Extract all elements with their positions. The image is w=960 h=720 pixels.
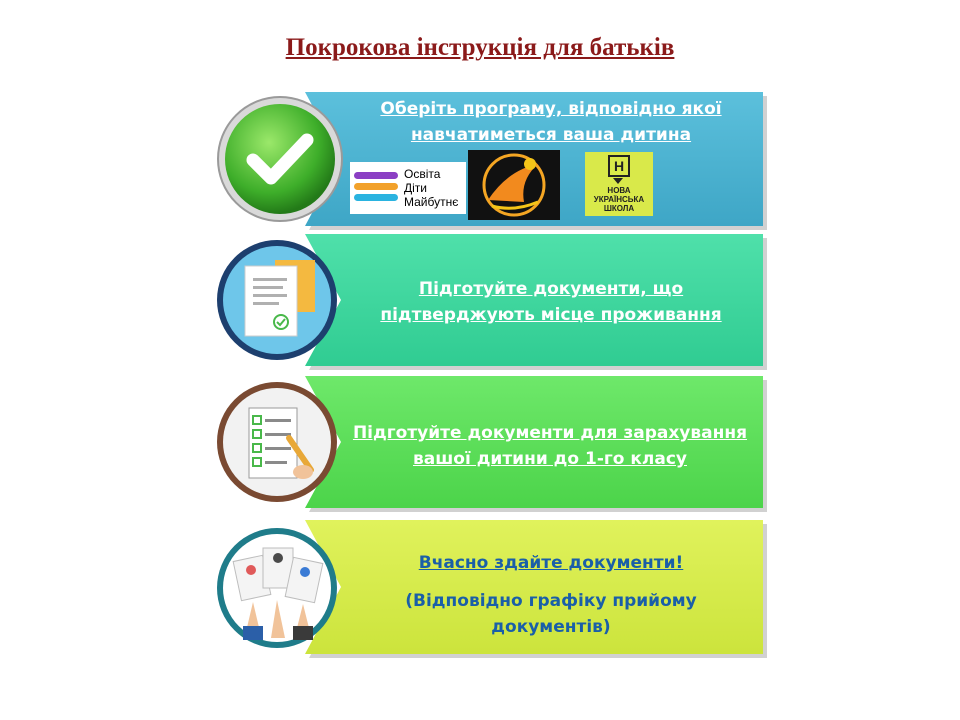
step-2-residence-documents: Підготуйте документи, що підтверджують м… xyxy=(215,234,767,370)
nus-letter-mark: Н xyxy=(608,155,630,177)
step-3-enrollment-documents: Підготуйте документи для зарахування ваш… xyxy=(215,376,767,512)
step-4-banner xyxy=(305,520,763,654)
checkmark-circle-icon xyxy=(215,94,345,224)
odm-logo-line-3: Майбутнє xyxy=(404,195,459,209)
step-2-banner xyxy=(305,234,763,366)
step-4-subline-1: (Відповідно графіку прийому xyxy=(405,591,697,611)
intellect-school-logo xyxy=(468,150,560,220)
dancing-figure-icon xyxy=(482,153,546,217)
step-1-line-2: навчатиметься ваша дитина xyxy=(410,125,692,145)
step-3-banner xyxy=(305,376,763,508)
step-4-submit-documents: Вчасно здайте документи! (Відповідно гра… xyxy=(215,520,767,658)
nus-line-1: НОВА xyxy=(607,186,631,195)
down-triangle-icon xyxy=(613,178,623,184)
documents-circle-icon xyxy=(215,238,339,362)
odm-logo-line-2: Діти xyxy=(404,181,427,195)
step-4-line-1: Вчасно здайте документи! xyxy=(418,553,684,573)
step-2-line-1: Підготуйте документи, що xyxy=(418,279,684,299)
osvita-dity-maybutnie-logo: Освіта Діти Майбутнє xyxy=(350,162,466,214)
step-4-subline-2: документів) xyxy=(491,617,611,637)
nova-ukrainska-shkola-logo: Н НОВА УКРАЇНСЬКА ШКОЛА xyxy=(585,152,653,216)
checklist-circle-icon xyxy=(215,380,339,504)
step-3-line-1: Підготуйте документи для зарахування xyxy=(352,423,748,443)
raised-hands-documents-circle-icon xyxy=(215,526,339,650)
step-3-line-2: вашої дитини до 1-го класу xyxy=(412,449,687,469)
step-2-line-2: підтверджують місце проживання xyxy=(380,305,722,325)
step-1-line-1: Оберіть програму, відповідно якої xyxy=(380,99,722,119)
step-1-choose-program: Оберіть програму, відповідно якої навчат… xyxy=(215,92,767,230)
page-title: Покрокова інструкція для батьків xyxy=(285,34,675,61)
nus-line-3: ШКОЛА xyxy=(603,204,635,213)
odm-logo-line-1: Освіта xyxy=(404,167,441,181)
nus-line-2: УКРАЇНСЬКА xyxy=(593,195,645,204)
colored-stripes-icon xyxy=(354,172,398,201)
